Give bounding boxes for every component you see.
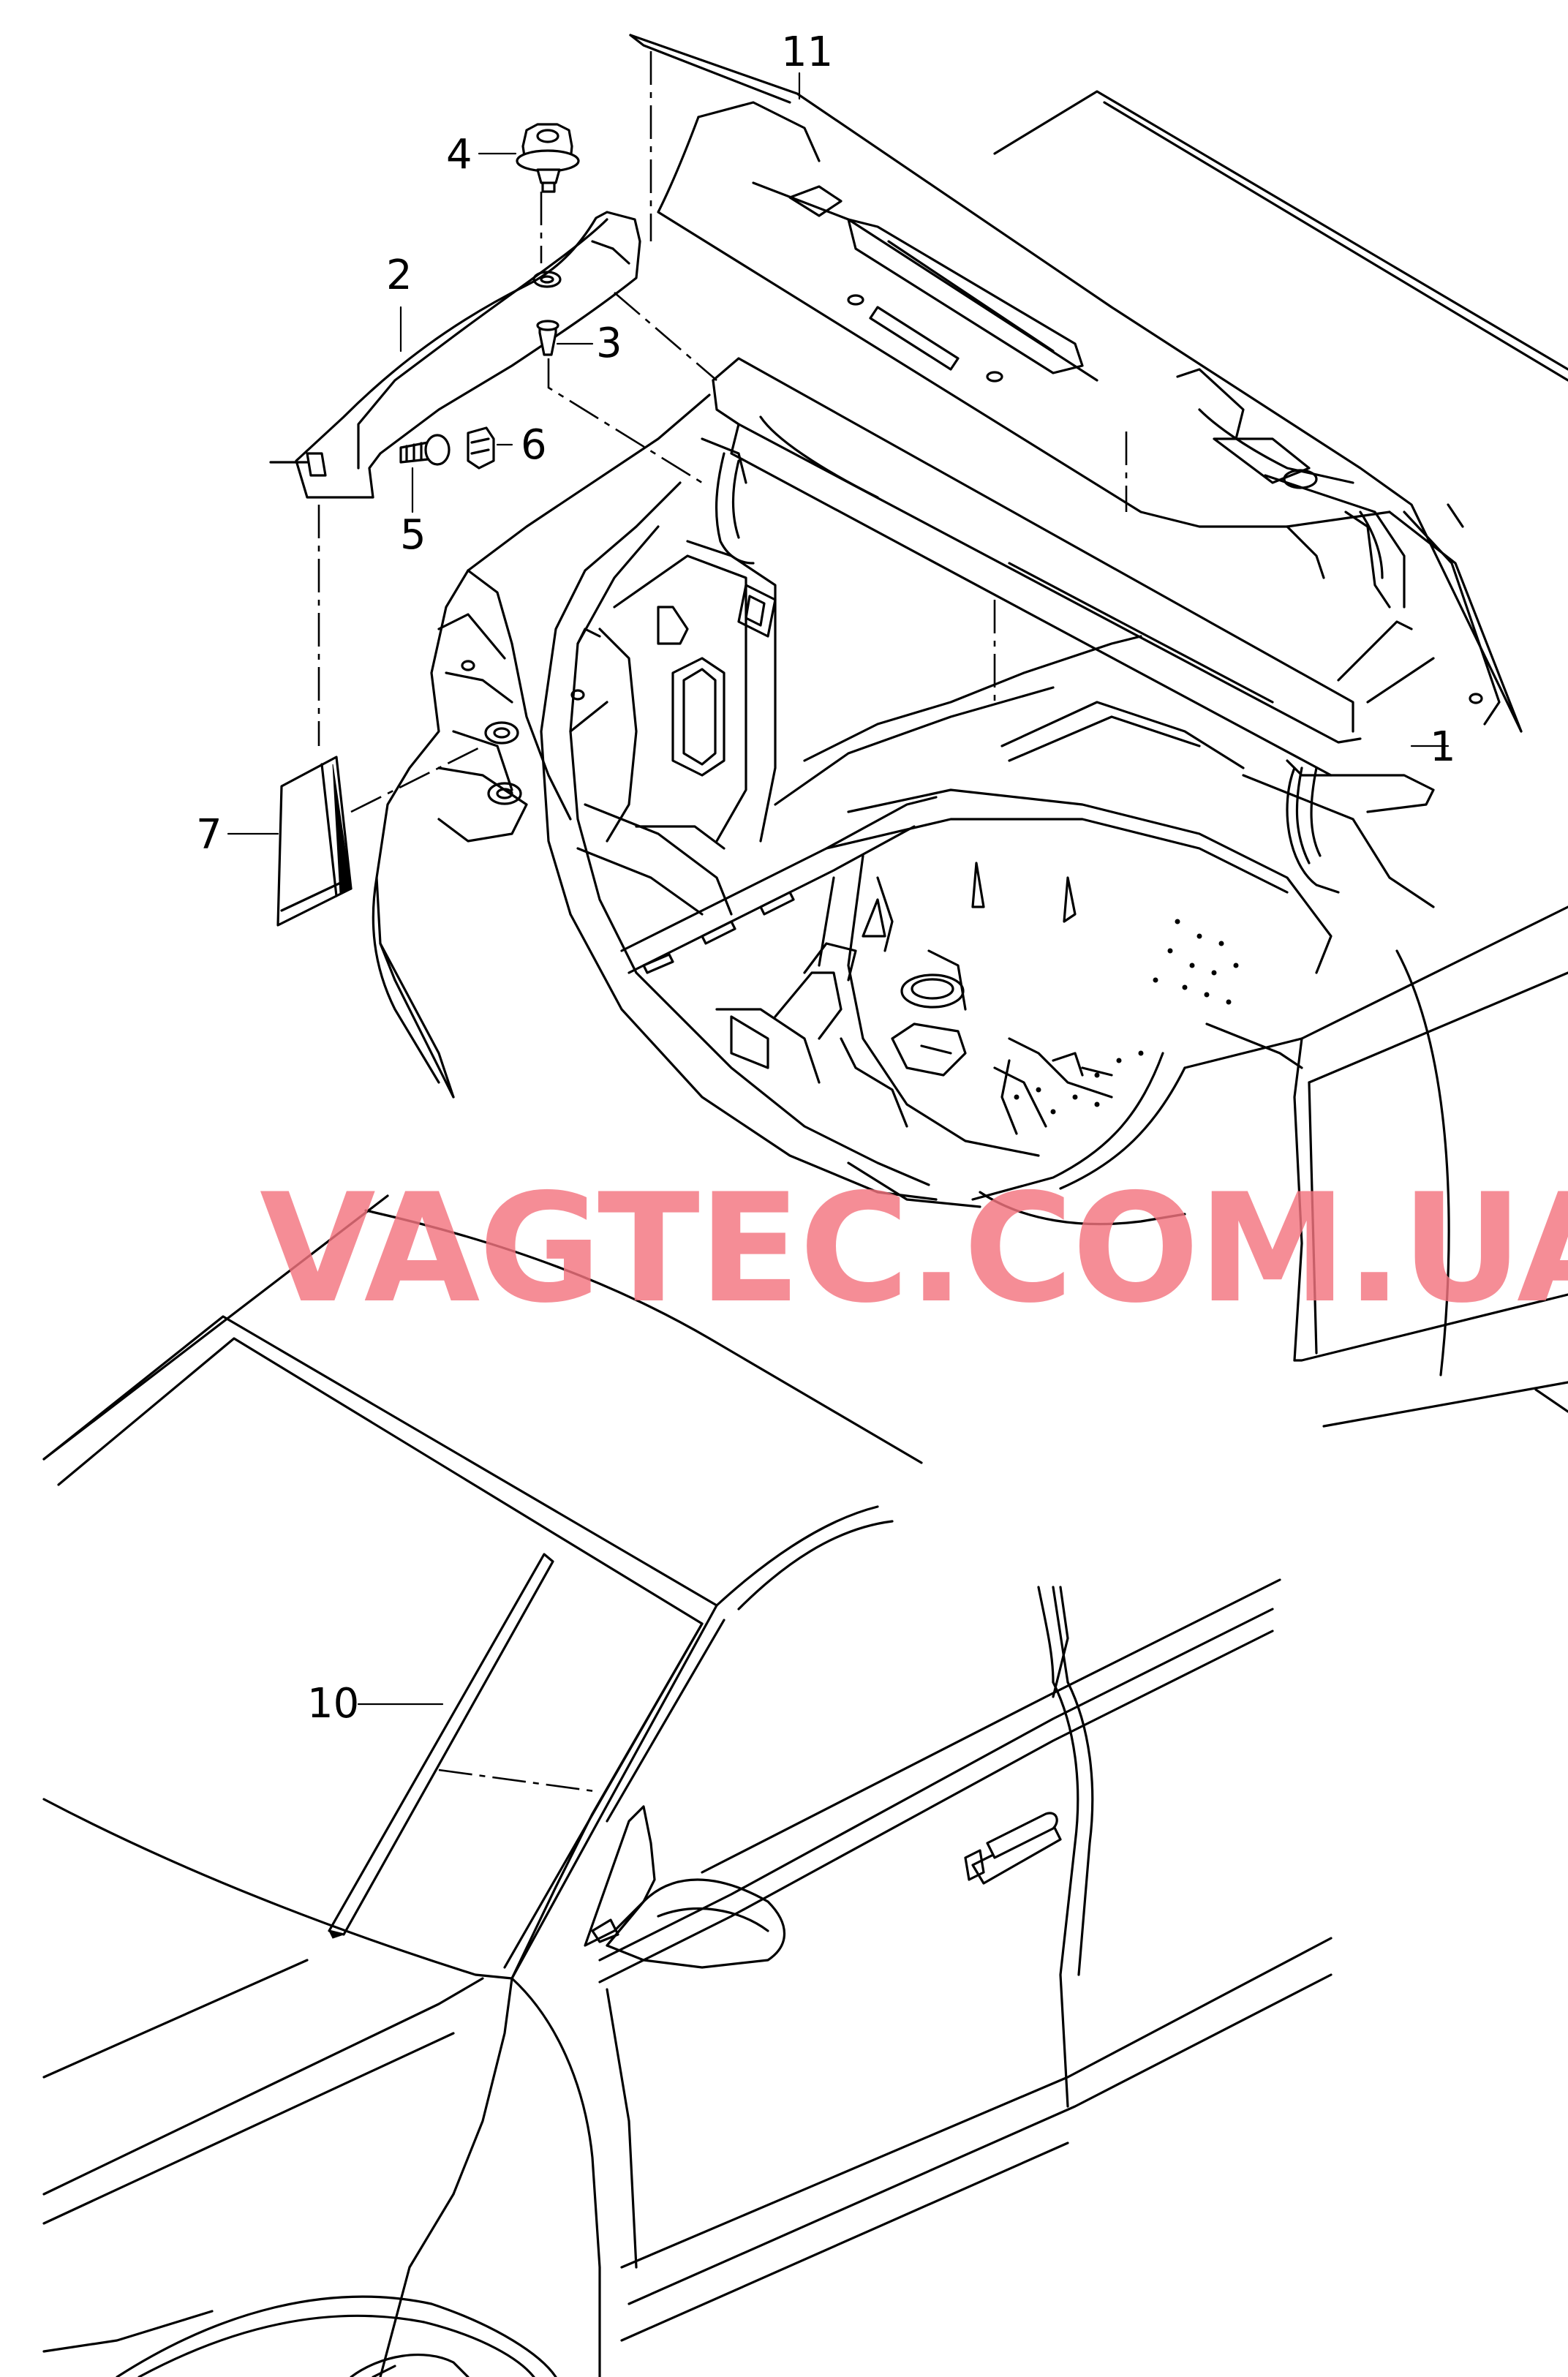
- callout-7: 7: [196, 811, 222, 859]
- left-quarter-panel: [372, 393, 711, 1099]
- callout-10: 10: [307, 1680, 359, 1728]
- callout-1: 1: [1430, 723, 1456, 771]
- trunk-seal: [701, 357, 1435, 894]
- doors: [598, 1578, 1333, 2342]
- part-7-trim-block: [276, 756, 353, 927]
- callout-11: 11: [781, 29, 833, 76]
- front-fender: [42, 1977, 601, 2377]
- floor-holes: [1014, 919, 1239, 1115]
- part-6-cap: [467, 426, 495, 470]
- callout-5: 5: [400, 511, 426, 559]
- callout-6: 6: [521, 421, 547, 469]
- leader-lines: [227, 72, 1450, 1706]
- door-handle: [964, 1812, 1062, 1885]
- rear-window-edge: [993, 90, 1568, 382]
- watermark: VAGTEC.COM.UA: [260, 1162, 1568, 1336]
- right-rear-body: [847, 774, 1568, 1428]
- callout-2: 2: [386, 252, 412, 299]
- trunk-interior: [540, 481, 938, 1201]
- trunk-lid: [629, 34, 1523, 733]
- hood: [42, 1798, 513, 2377]
- part-3-clip: [536, 320, 559, 356]
- side-mirror: [584, 1805, 785, 1969]
- car-side-illustration: [42, 1194, 1333, 2377]
- assembly-lines: [317, 51, 1128, 813]
- part-4-nut: [516, 123, 580, 193]
- callout-3: 3: [596, 320, 622, 367]
- roof-a-pillar: [510, 1505, 1069, 1980]
- part-10-windshield-strip: [328, 1553, 554, 1939]
- trunk-illustration: [269, 34, 1568, 1428]
- callout-labels: 11 1 2 3 4 5 6 7 10: [196, 29, 1456, 1728]
- callout-4: 4: [446, 131, 472, 178]
- part-5-bolt: [399, 434, 451, 466]
- trunk-floor: [620, 635, 1333, 1157]
- windshield-dash: [438, 1768, 600, 1793]
- part-2-trim-strip: [269, 211, 641, 499]
